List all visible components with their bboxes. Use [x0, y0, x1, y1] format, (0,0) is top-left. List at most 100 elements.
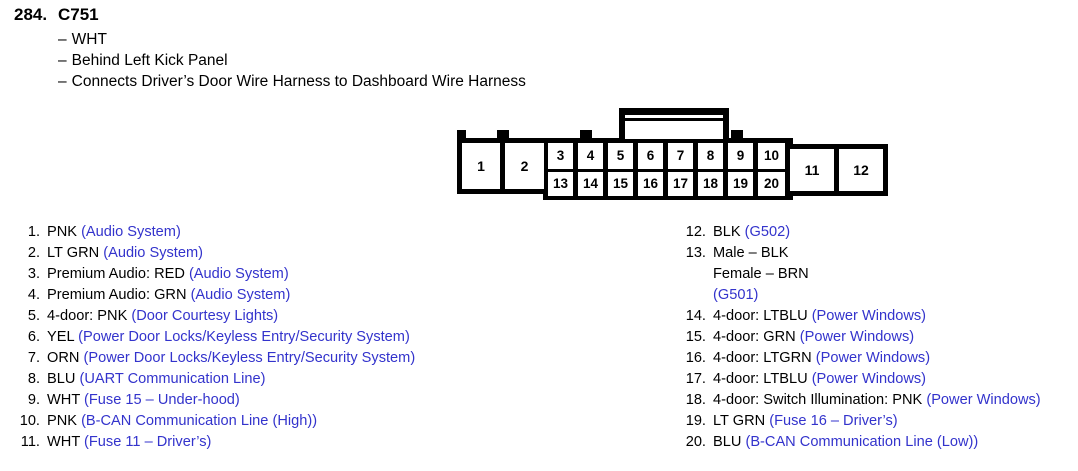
pin-circuit-name-text: (Power Windows) — [926, 392, 1041, 408]
pin-list-item-number: 13. — [685, 245, 706, 261]
pin-list-item-number: 2. — [27, 245, 40, 261]
pin-list-item-number: 5. — [27, 308, 40, 324]
connector-pin-20: 20 — [758, 172, 785, 196]
dash-bullet-icon: – — [58, 31, 67, 48]
pin-list-item: 4.Premium Audio: GRN (Audio System) — [14, 285, 654, 306]
pin-wire-color-text: Male – BLK — [713, 245, 789, 261]
pin-circuit-name-text: (B-CAN Communication Line (High)) — [81, 413, 318, 429]
connector-pin-12: 12 — [839, 149, 883, 191]
detail-line-location: –Behind Left Kick Panel — [58, 52, 228, 70]
connector-pin-2: 2 — [505, 143, 544, 189]
pin-list-item: 13. Male – BLK — [680, 243, 1070, 264]
pin-list-item-body: WHT (Fuse 11 – Driver’s) — [47, 432, 211, 453]
connector-pin-15: 15 — [608, 172, 633, 196]
connector-notch-above-pin9 — [731, 130, 743, 142]
pin-wire-color-text: 4-door: LTBLU — [713, 371, 812, 387]
connector-left-middle-notch — [497, 130, 509, 142]
pin-list-item-body: 4-door: GRN (Power Windows) — [713, 327, 914, 348]
pin-circuit-name-text: (Power Door Locks/Keyless Entry/Security… — [83, 350, 416, 366]
connector-pin-18: 18 — [698, 172, 723, 196]
pin-list-item-line: 4-door: Switch Illumination: PNK (Power … — [713, 392, 1041, 408]
connector-pin-9: 9 — [728, 143, 753, 169]
pin-list-item-line: 4-door: LTBLU (Power Windows) — [713, 371, 926, 387]
connector-pin-11: 11 — [790, 149, 834, 191]
pin-list-item: 12.BLK (G502) — [680, 222, 1070, 243]
pin-list-item-body: BLU (B-CAN Communication Line (Low)) — [713, 432, 978, 453]
pin-list-item-body: Premium Audio: RED (Audio System) — [47, 264, 289, 285]
pin-list-item-body: Premium Audio: GRN (Audio System) — [47, 285, 290, 306]
pin-list-item-number: 17. — [685, 371, 706, 387]
connector-left-edge-notch — [457, 130, 466, 142]
pin-wire-color-text: LT GRN — [713, 413, 770, 429]
pin-wire-color-text: BLU — [47, 371, 80, 387]
pin-wire-color-text: 4-door: LTBLU — [713, 308, 812, 324]
pin-list-item-body: ORN (Power Door Locks/Keyless Entry/Secu… — [47, 348, 415, 369]
pin-list-item-line: 4-door: LTBLU (Power Windows) — [713, 308, 926, 324]
pin-list-item: 20. BLU (B-CAN Communication Line (Low)) — [680, 432, 1070, 453]
pin-list-item-number: 19. — [685, 413, 706, 429]
connector-pin-1: 1 — [462, 143, 500, 189]
pin-wire-color-text: 4-door: GRN — [713, 329, 800, 345]
pin-list-item-continuation: (G501) — [713, 285, 1070, 306]
connector-pin-17: 17 — [668, 172, 693, 196]
pin-wire-color-text: WHT — [47, 392, 85, 408]
pin-list-item-line: Male – BLK — [713, 245, 788, 261]
pin-list-item-line: WHT (Fuse 15 – Under-hood) — [47, 392, 240, 408]
pin-wire-color-text: PNK — [47, 224, 82, 240]
pin-list-item-body: 4-door: Switch Illumination: PNK (Power … — [713, 390, 1041, 411]
pin-list-item-line: 4-door: GRN (Power Windows) — [713, 329, 914, 345]
pin-wire-color-text: Female – BRN — [713, 266, 809, 282]
dash-bullet-icon: – — [58, 52, 67, 69]
pin-circuit-name-text: (Fuse 11 – Driver’s) — [84, 434, 212, 450]
pin-wire-color-text: LT GRN — [47, 245, 104, 261]
pin-list-item-body: 4-door: LTBLU (Power Windows) — [713, 306, 926, 327]
pin-wire-color-text: 4-door: Switch Illumination: PNK — [713, 392, 927, 408]
pin-list-item-body: YEL (Power Door Locks/Keyless Entry/Secu… — [47, 327, 410, 348]
connector-pin-10: 10 — [758, 143, 785, 169]
pin-list-item-number: 3. — [27, 266, 40, 282]
pin-list-item-body: BLU (UART Communication Line) — [47, 369, 265, 390]
pin-list-item-number: 16. — [685, 350, 706, 366]
connector-pin-16: 16 — [638, 172, 663, 196]
pin-circuit-name-text: (Audio System) — [188, 266, 289, 282]
pin-list-item-body: LT GRN (Audio System) — [47, 243, 203, 264]
pin-circuit-name-text: (G501) — [713, 287, 759, 303]
pin-list-item-line: PNK (B-CAN Communication Line (High)) — [47, 413, 317, 429]
connector-index-number: 284. — [14, 5, 48, 24]
detail-line-connects: –Connects Driver’s Door Wire Harness to … — [58, 73, 526, 91]
pin-list-item-body: LT GRN (Fuse 16 – Driver’s) — [713, 411, 898, 432]
pin-circuit-name-text: (Fuse 16 – Driver’s) — [769, 413, 898, 429]
connector-pin-8: 8 — [698, 143, 723, 169]
pin-list-item-body: PNK (Audio System) — [47, 222, 181, 243]
dash-bullet-icon: – — [58, 73, 67, 90]
pin-list-item: 2. LT GRN (Audio System) — [14, 243, 654, 264]
pin-list-item: 11.WHT (Fuse 11 – Driver’s) — [14, 432, 654, 453]
pin-list-item-continuation: Female – BRN — [713, 264, 1070, 285]
pin-list-item: 18. 4-door: Switch Illumination: PNK (Pow… — [680, 390, 1070, 411]
pin-list-item-body: 4-door: PNK (Door Courtesy Lights) — [47, 306, 278, 327]
pin-list-item-number: 1. — [27, 224, 40, 240]
pin-circuit-name-text: (G502) — [744, 224, 791, 240]
connector-notch-above-pin4 — [580, 130, 592, 142]
pin-wire-color-text: PNK — [47, 413, 82, 429]
pin-list-item-line: LT GRN (Audio System) — [47, 245, 203, 261]
connector-pin-7: 7 — [668, 143, 693, 169]
pin-list-item: 3. Premium Audio: RED (Audio System) — [14, 264, 654, 285]
pin-list-item-line: YEL (Power Door Locks/Keyless Entry/Secu… — [47, 329, 410, 345]
pin-circuit-name-text: (UART Communication Line) — [79, 371, 266, 387]
pin-list-item-line: WHT (Fuse 11 – Driver’s) — [47, 434, 211, 450]
detail-line-color-text: WHT — [71, 31, 107, 48]
connector-pin-13: 13 — [548, 172, 573, 196]
pin-list-item-number: 20. — [685, 434, 706, 450]
connector-name-title: C751 — [58, 5, 99, 24]
pin-list-item-number: 18. — [685, 392, 706, 408]
pin-list-item-body: 4-door: LTBLU (Power Windows) — [713, 369, 926, 390]
detail-line-location-text: Behind Left Kick Panel — [71, 52, 228, 69]
pin-list-item-number: 14. — [685, 308, 706, 324]
pin-list-item: 7.ORN (Power Door Locks/Keyless Entry/Se… — [14, 348, 654, 369]
pin-list-item-line: ORN (Power Door Locks/Keyless Entry/Secu… — [47, 350, 415, 366]
pin-circuit-name-text: (Power Windows) — [811, 308, 927, 324]
pin-list-item: 1. PNK (Audio System) — [14, 222, 654, 243]
pin-list-item: 10. PNK (B-CAN Communication Line (High)) — [14, 411, 654, 432]
pin-list-item-number: 10. — [19, 413, 40, 429]
